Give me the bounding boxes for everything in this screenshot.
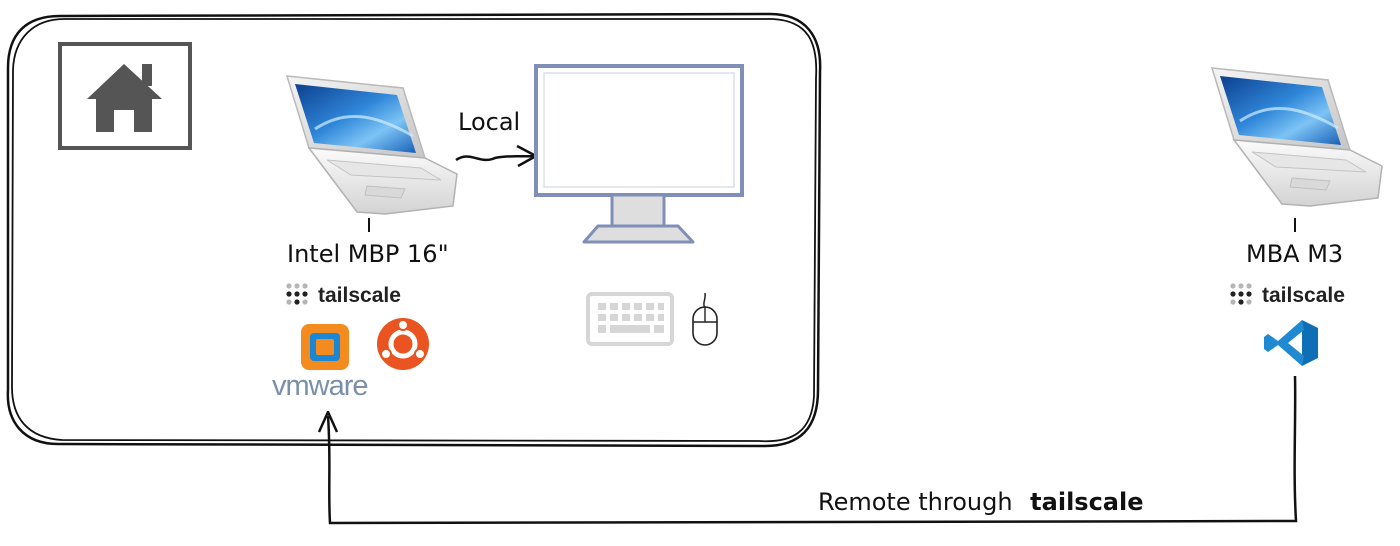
tailscale-badge-remote: tailscale	[1230, 283, 1345, 307]
keyboard-icon	[586, 292, 674, 346]
local-connection-arrow: Local	[455, 108, 538, 168]
tailscale-label-local: tailscale	[318, 284, 401, 307]
home-badge	[58, 42, 192, 150]
remote-label-prefix: Remote through	[818, 488, 1013, 516]
intel-mbp-label: Intel MBP 16"	[287, 240, 449, 268]
ubuntu-icon	[377, 318, 429, 370]
home-container	[6, 12, 822, 448]
mouse-icon	[692, 292, 718, 346]
vscode-icon	[1264, 320, 1318, 366]
mba-m3-laptop: MBA M3	[1210, 66, 1384, 268]
intel-mbp-laptop: Intel MBP 16"	[285, 74, 459, 268]
vmware-logo: vmware	[272, 324, 369, 402]
house-icon	[87, 64, 162, 132]
vmware-label: vmware	[272, 370, 368, 402]
remote-connection-label: Remote through tailscale	[818, 488, 1144, 516]
external-monitor	[534, 64, 744, 244]
tailscale-logo-icon	[1230, 283, 1252, 305]
remote-connection-arrow: Remote through tailscale	[317, 375, 1298, 525]
local-label: Local	[458, 108, 520, 136]
tailscale-badge-local: tailscale	[286, 283, 401, 307]
remote-label-tailscale: tailscale	[1030, 488, 1143, 516]
tailscale-label-remote: tailscale	[1262, 284, 1345, 307]
tailscale-logo-icon	[286, 283, 308, 305]
mba-m3-label: MBA M3	[1246, 240, 1343, 268]
